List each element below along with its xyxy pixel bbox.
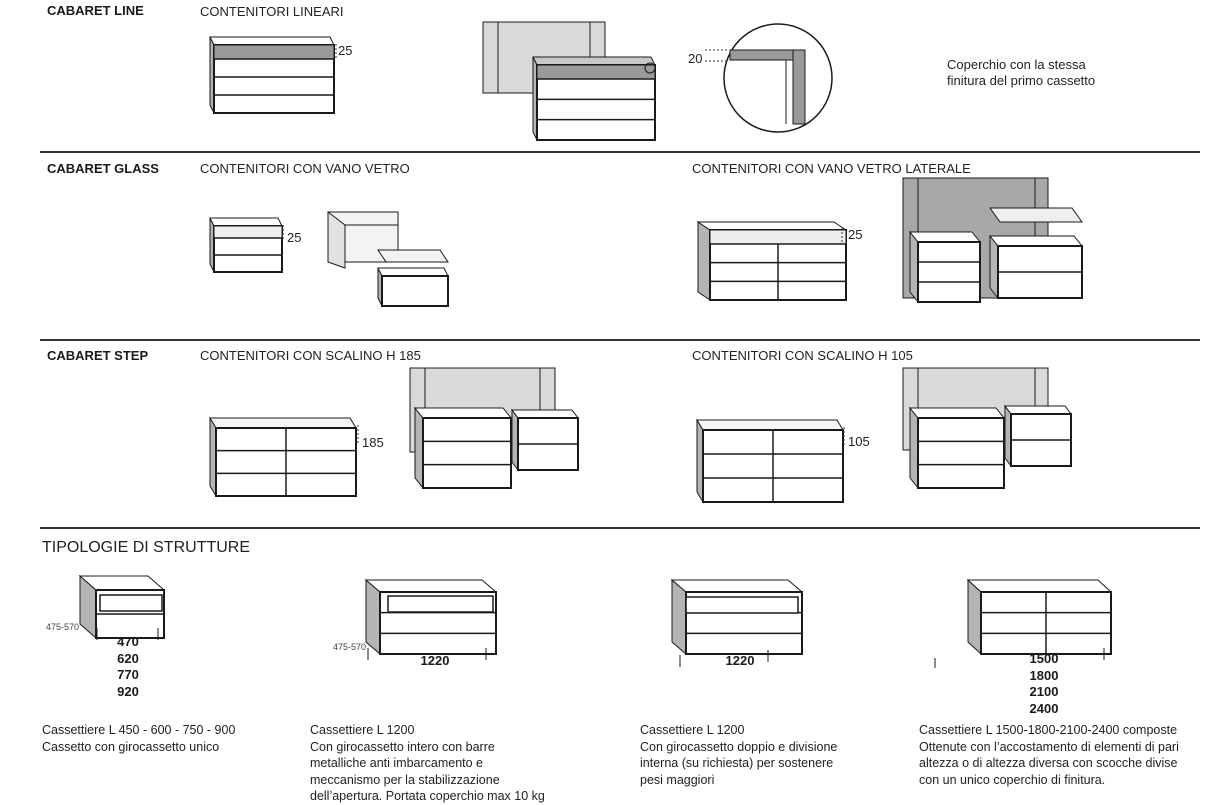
desc-line: con un unico coperchio di finitura. [919, 772, 1106, 787]
width-value: 2100 [1029, 684, 1059, 699]
cabinet-side [365, 578, 381, 656]
cabinet-top [209, 417, 357, 429]
cabinet-top [988, 235, 1084, 247]
cabinet-front [917, 241, 981, 303]
depth-label: 475-570 [333, 642, 367, 652]
detail-circle [723, 23, 833, 133]
width-list: 1500 1800 2100 2400 [1019, 651, 1069, 717]
desc-line: Cassetto con girocassetto unico [42, 739, 220, 754]
desc-line: Con girocassetto intero con barre [310, 739, 495, 754]
cabinet-top [908, 407, 1006, 419]
dimension-label: 185 [362, 435, 384, 450]
desc-line: meccanismo per la stabilizzazione [310, 772, 500, 787]
desc-line: interna (su richiesta) per sostenere [640, 756, 834, 770]
cabinet-top-drawer [536, 64, 656, 80]
side-section [792, 49, 806, 125]
glass-shelf [989, 207, 1083, 223]
cabinet-front [381, 275, 449, 307]
cabinet-top [696, 221, 848, 231]
desc-line: pesi maggiori [640, 772, 715, 787]
cabinet-top [908, 231, 982, 243]
cabinet-top [670, 579, 804, 593]
cabinet-side [414, 406, 424, 490]
section-divider [40, 151, 1200, 153]
glass-tray [377, 249, 449, 263]
cabinet-top [1004, 405, 1072, 415]
series-title-cabaret-line: CABARET LINE [47, 3, 144, 18]
structure-description: Cassettiere L 1500-1800-2100-2400 compos… [919, 722, 1219, 788]
cabinet-top [209, 217, 283, 227]
cabinet-side [671, 578, 687, 656]
section-divider [40, 339, 1200, 341]
cabinet-top [532, 56, 656, 66]
dimension-label: 105 [848, 434, 870, 449]
width-value: 2400 [1029, 700, 1059, 716]
cabinet-front [917, 417, 1005, 489]
lid-note: Coperchio con la stessa finitura del pri… [947, 57, 1095, 89]
cabinet-top [413, 407, 513, 419]
desc-line: Cassettiere L 1200 [310, 723, 415, 737]
series-title-cabaret-glass: CABARET GLASS [47, 161, 159, 176]
open-drawer [99, 594, 163, 612]
cabinet-top [966, 579, 1113, 593]
cabinet-side [909, 230, 919, 304]
desc-line: dell’apertura. Portata coperchio max 10 … [310, 789, 545, 803]
desc-line: Cassettiere L 1500-1800-2100-2400 compos… [919, 723, 1178, 737]
note-line: finitura del primo cassetto [947, 73, 1096, 88]
dimension-label: 25 [287, 230, 302, 245]
cabinet-side [697, 221, 711, 301]
cabinet-side [909, 406, 919, 490]
width-list: 470 620 770 920 [108, 634, 148, 700]
desc-line: Con girocassetto doppio e divisione [640, 739, 838, 754]
desc-line: altezza o di altezza diversa con scocche… [919, 756, 1178, 770]
cabinet-top-drawer [709, 229, 847, 245]
subtitle-scalino-185: CONTENITORI CON SCALINO H 185 [200, 348, 421, 363]
width-value: 1800 [1029, 667, 1059, 683]
cabinet-top-drawer [213, 225, 283, 239]
dimension-label: 25 [338, 43, 353, 58]
cabinet-top [209, 36, 335, 46]
dimension-label: 20 [688, 51, 703, 66]
cabinet-front [422, 417, 512, 489]
subtitle-scalino-105: CONTENITORI CON SCALINO H 105 [692, 348, 913, 363]
width-value: 1220 [725, 653, 755, 668]
structure-description: Cassettiere L 1200 Con girocassetto dopp… [640, 722, 900, 788]
width-value: 770 [117, 667, 139, 682]
structure-description: Cassettiere L 450 - 600 - 750 - 900 Cass… [42, 722, 302, 755]
dimension-label: 25 [848, 227, 863, 242]
desc-line: Cassettiere L 450 - 600 - 750 - 900 [42, 723, 236, 737]
cabinet-top [511, 409, 579, 419]
subtitle-vano-vetro: CONTENITORI CON VANO VETRO [200, 161, 410, 176]
open-drawer [685, 596, 799, 614]
structure-description: Cassettiere L 1200 Con girocassetto inte… [310, 722, 600, 805]
desc-line: metalliche anti imbarcamento e [310, 756, 483, 770]
cabinet-top [696, 419, 844, 431]
section-divider [40, 527, 1200, 529]
structures-title: TIPOLOGIE DI STRUTTURE [42, 539, 251, 556]
cabinet-top-drawer [213, 44, 335, 60]
glass-box-side [327, 210, 346, 269]
desc-line: Cassettiere L 1200 [640, 723, 745, 737]
width-value: 1220 [420, 653, 450, 668]
width-value: 920 [117, 683, 139, 699]
desc-line: Ottenute con l’accostamento di elementi … [919, 739, 1179, 754]
width-value: 470 [117, 634, 139, 649]
subtitle-contenitori-lineari: CONTENITORI LINEARI [200, 4, 344, 19]
cabinet-top [377, 267, 449, 277]
note-line: Coperchio con la stessa [947, 57, 1086, 72]
subtitle-vano-vetro-laterale: CONTENITORI CON VANO VETRO LATERALE [692, 161, 971, 176]
width-value: 1500 [1029, 651, 1059, 666]
series-title-cabaret-step: CABARET STEP [47, 348, 149, 363]
open-drawer [387, 595, 494, 613]
cabinet-side [967, 578, 982, 656]
depth-label: 475-570 [46, 622, 80, 632]
width-value: 620 [117, 650, 139, 666]
detail-marker [644, 62, 656, 74]
cabinet-top [364, 579, 498, 593]
